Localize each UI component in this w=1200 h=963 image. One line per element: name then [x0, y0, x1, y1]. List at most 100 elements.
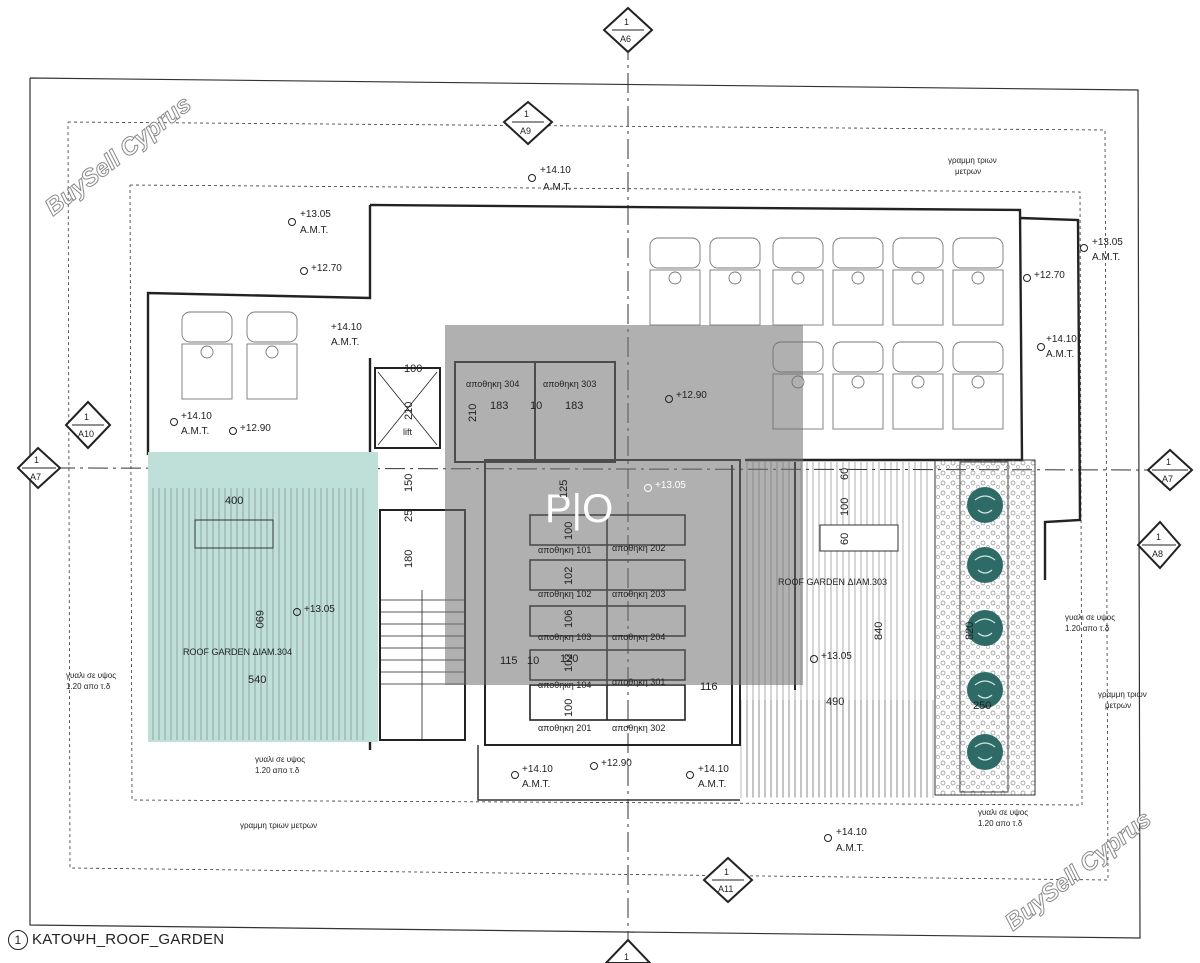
svg-text:A7: A7	[30, 472, 41, 482]
tree-icon	[967, 547, 1003, 583]
svg-text:γυαλι σε υψος: γυαλι σε υψος	[1065, 613, 1115, 622]
room-storage-303: αποθηκη 303	[543, 379, 596, 389]
svg-text:+13.05: +13.05	[1092, 237, 1123, 248]
svg-text:1.20 απο τ.δ: 1.20 απο τ.δ	[66, 682, 111, 691]
svg-text:A10: A10	[78, 429, 94, 439]
svg-text:A.M.T.: A.M.T.	[836, 843, 864, 854]
plot-boundary	[29, 77, 1141, 939]
svg-text:A.M.T.: A.M.T.	[181, 426, 209, 437]
svg-text:A8: A8	[1152, 549, 1163, 559]
svg-text:100: 100	[563, 522, 575, 540]
svg-text:γυαλι σε υψος: γυαλι σε υψος	[978, 808, 1028, 817]
svg-text:1: 1	[724, 867, 729, 877]
svg-text:1.20 απο τ.δ: 1.20 απο τ.δ	[978, 819, 1023, 828]
heater-row-left	[181, 311, 298, 400]
svg-text:1: 1	[1156, 532, 1161, 542]
level-marker: +14.10A.M.T.	[686, 764, 729, 790]
level-marker: +12.90	[590, 758, 632, 770]
heater-row-top	[649, 237, 1004, 326]
level-marker: +13.05	[293, 604, 335, 616]
svg-text:180: 180	[403, 550, 415, 568]
svg-text:820: 820	[964, 622, 976, 640]
svg-text:690: 690	[253, 610, 265, 628]
svg-text:100: 100	[563, 699, 575, 717]
level-marker: +14.10A.M.T.	[528, 165, 571, 193]
planter-304	[194, 519, 274, 549]
level-marker: +13.05A.M.T.	[1080, 237, 1123, 263]
svg-text:100: 100	[839, 498, 851, 516]
svg-text:102: 102	[563, 567, 575, 585]
room-storage-304: αποθηκη 304	[466, 379, 519, 389]
svg-text:+12.90: +12.90	[676, 390, 707, 401]
level-marker: +14.10A.M.T.	[1037, 334, 1077, 360]
room-storage-102: αποθηκη 102	[538, 589, 591, 599]
room-roof-garden-304: ROOF GARDEN ΔΙΑΜ.304	[183, 647, 292, 657]
note-three-m-top-1: γραμμη τριων	[948, 156, 997, 165]
tree-icon	[967, 734, 1003, 770]
svg-text:1.20 απο τ.δ: 1.20 απο τ.δ	[1065, 624, 1110, 633]
svg-text:+12.90: +12.90	[240, 423, 271, 434]
svg-text:1: 1	[84, 412, 89, 422]
tree-icon	[967, 487, 1003, 523]
room-storage-101: αποθηκη 101	[538, 545, 591, 555]
watermark-overlay	[445, 325, 803, 685]
svg-text:840: 840	[873, 622, 885, 640]
svg-text:+13.05: +13.05	[304, 604, 335, 615]
room-storage-301: αποθηκη 301	[612, 677, 665, 687]
svg-text:+14.10: +14.10	[331, 322, 362, 333]
svg-text:115: 115	[500, 655, 518, 667]
svg-text:102: 102	[563, 654, 575, 672]
level-marker: +14.10A.M.T.	[331, 322, 362, 348]
level-marker: +13.05A.M.T.	[288, 209, 331, 236]
level-marker: +12.90	[665, 390, 707, 403]
caption-number: 1	[8, 930, 28, 950]
svg-text:A.M.T.: A.M.T.	[331, 337, 359, 348]
room-storage-104: αποθηκη 104	[538, 680, 591, 690]
svg-text:A.M.T.: A.M.T.	[1092, 252, 1120, 263]
tree-icon	[967, 672, 1003, 708]
svg-text:+14.10: +14.10	[540, 165, 571, 176]
svg-text:60: 60	[839, 533, 851, 545]
svg-text:P|O: P|O	[545, 487, 613, 531]
section-marker-a7-right: 1A7	[1146, 448, 1194, 492]
room-lift: lift	[403, 427, 412, 437]
svg-text:1.20 απο τ.δ: 1.20 απο τ.δ	[255, 766, 300, 775]
section-marker-a8: 1A8	[1136, 520, 1182, 570]
level-marker: +13.05	[644, 480, 686, 492]
svg-text:+12.70: +12.70	[311, 263, 342, 274]
svg-text:10: 10	[527, 655, 539, 667]
svg-text:A.M.T.: A.M.T.	[300, 225, 328, 236]
svg-text:10: 10	[530, 400, 542, 412]
svg-text:+14.10: +14.10	[836, 827, 867, 838]
svg-text:25: 25	[403, 510, 415, 522]
room-storage-201: αποθηκη 201	[538, 723, 591, 733]
svg-text:A6: A6	[620, 34, 631, 44]
room-storage-204: αποθηκη 204	[612, 632, 665, 642]
section-marker-bottom: 1	[604, 938, 652, 963]
svg-text:+13.05: +13.05	[300, 209, 331, 220]
section-marker-a7-left: 1A7	[16, 446, 62, 490]
svg-text:A9: A9	[520, 126, 531, 136]
svg-text:+13.05: +13.05	[821, 651, 852, 662]
svg-text:+14.10: +14.10	[181, 411, 212, 422]
caption-title: ΚΑΤΟΨΗ_ROOF_GARDEN	[32, 931, 225, 948]
svg-text:250: 250	[973, 700, 991, 712]
level-marker: +14.10A.M.T.	[170, 411, 212, 437]
svg-text:μετρων: μετρων	[1105, 701, 1131, 710]
room-roof-garden-303: ROOF GARDEN ΔΙΑΜ.303	[778, 577, 887, 587]
planter-303	[819, 524, 899, 552]
svg-text:1: 1	[524, 109, 529, 119]
svg-text:A.M.T.: A.M.T.	[543, 182, 571, 193]
level-marker: +12.70	[1023, 270, 1065, 282]
svg-text:γραμμη τριων: γραμμη τριων	[1098, 690, 1147, 699]
svg-text:150: 150	[403, 474, 415, 492]
svg-text:183: 183	[565, 400, 583, 412]
level-marker: +13.05	[810, 651, 852, 663]
dimensions: 100 210 183 10 183 210 150 25 180 400 69…	[225, 363, 991, 717]
svg-text:+14.10: +14.10	[698, 764, 729, 775]
